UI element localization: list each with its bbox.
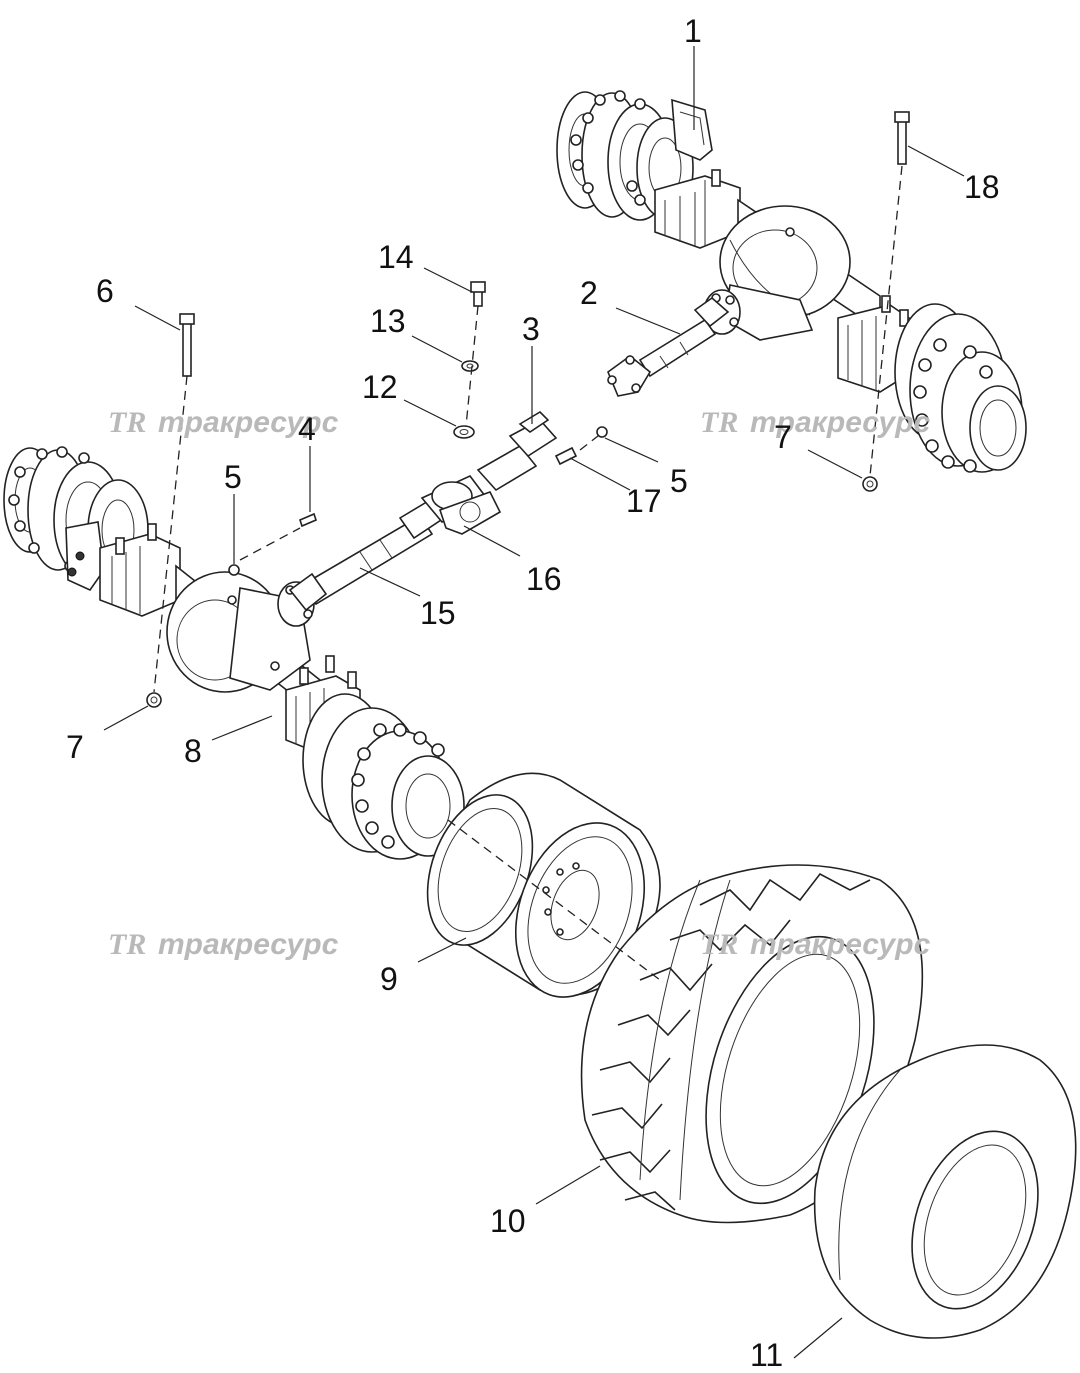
callout-14: 14 [378, 239, 414, 275]
callout-6: 6 [96, 273, 114, 309]
svg-text:TR: TR [108, 406, 146, 439]
svg-text:тракресурс: тракресурс [750, 406, 931, 439]
short-drive-shaft [607, 296, 730, 397]
callout-11: 11 [750, 1337, 783, 1368]
nut-5-left [228, 564, 240, 576]
bolt-6 [179, 313, 195, 377]
callout-8: 8 [184, 733, 202, 769]
callouts: 1 2 3 4 5 5 6 7 7 8 9 10 11 12 13 14 15 … [66, 13, 1000, 1373]
svg-text:TR: TR [108, 928, 146, 961]
nut-5-right [596, 426, 608, 438]
callout-13: 13 [370, 303, 406, 339]
callout-12: 12 [362, 369, 398, 405]
callout-15: 15 [420, 595, 456, 631]
main-drive-shaft [288, 410, 558, 612]
svg-text:TR: TR [700, 928, 738, 961]
svg-text:тракресурс: тракресурс [158, 406, 339, 439]
callout-5-right: 5 [670, 463, 688, 499]
watermark-4: TR тракресурс [700, 928, 931, 961]
smooth-tyre [813, 1044, 1077, 1339]
nut-7-right [862, 476, 878, 492]
callout-3: 3 [522, 311, 540, 347]
svg-text:тракресурс: тракресурс [158, 928, 339, 961]
watermark-3: TR тракресурс [108, 928, 339, 961]
callout-5-left: 5 [224, 459, 242, 495]
svg-text:TR: TR [700, 406, 738, 439]
bolt-17 [554, 446, 578, 466]
wheel-rim [426, 772, 661, 998]
front-axle-assembly [3, 446, 465, 860]
bolt-4 [299, 512, 317, 528]
callout-18: 18 [964, 169, 1000, 205]
svg-text:тракресурс: тракресурс [750, 928, 931, 961]
callout-9: 9 [380, 961, 398, 997]
bolt-14 [470, 281, 486, 307]
callout-10: 10 [490, 1203, 526, 1239]
washer-13 [461, 360, 479, 372]
watermark-1: TR тракресурс [108, 406, 339, 439]
rear-axle-assembly [556, 90, 1027, 473]
callout-17: 17 [626, 483, 662, 519]
watermark-2: TR тракресурс [700, 406, 931, 439]
bolt-18 [894, 111, 910, 165]
callout-7-left: 7 [66, 729, 84, 765]
assembly-lines [153, 165, 903, 981]
callout-4: 4 [298, 411, 316, 447]
nut-7-left [146, 692, 162, 708]
callout-1: 1 [684, 13, 702, 49]
callout-7-right: 7 [774, 419, 792, 455]
washer-12 [453, 425, 475, 439]
leader-lines [103, 46, 965, 1359]
callout-16: 16 [526, 561, 562, 597]
callout-2: 2 [580, 275, 598, 311]
